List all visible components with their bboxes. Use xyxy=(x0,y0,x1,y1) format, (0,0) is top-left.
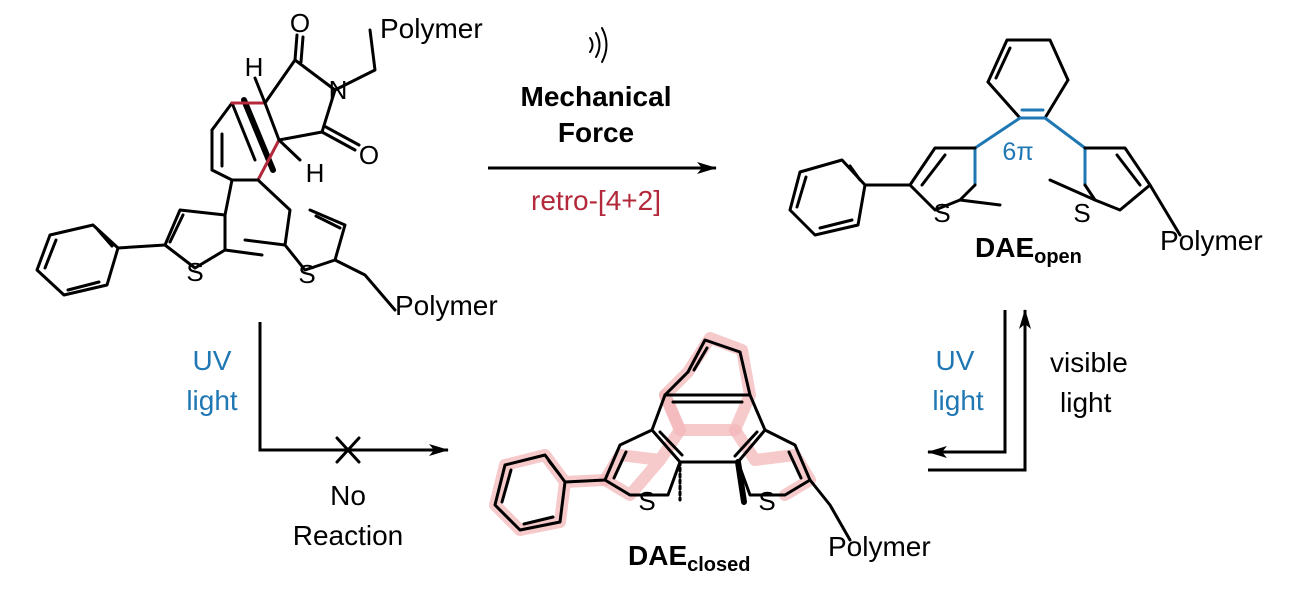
photo-equilibrium: UV light visible light xyxy=(927,309,1128,472)
sound-wave-icon xyxy=(589,27,608,63)
uv-label: UV xyxy=(193,345,232,376)
visible-label: visible xyxy=(1050,347,1128,378)
polymer-label: Polymer xyxy=(395,290,498,321)
atom-s: S xyxy=(1073,198,1090,228)
atom-h: H xyxy=(306,158,325,188)
atom-s: S xyxy=(758,486,775,516)
atom-s: S xyxy=(186,257,203,287)
atom-o: O xyxy=(359,140,379,170)
dae-closed: S S Polymer DAEclosed xyxy=(489,332,931,576)
cross-icon xyxy=(335,436,361,464)
no-label: No xyxy=(330,480,366,511)
mechanical-force-arrow: Mechanical Force retro-[4+2] xyxy=(488,27,717,216)
polymer-label: Polymer xyxy=(1160,225,1263,256)
polymer-label: Polymer xyxy=(380,13,483,44)
dae-open: 6π S S Polymer DAEopen xyxy=(788,38,1263,268)
mechanical-label: Mechanical xyxy=(521,81,672,112)
mechanophore-adduct: O O N H H S S Polymer Polymer xyxy=(35,8,498,321)
retro-label: retro-[4+2] xyxy=(531,185,661,216)
atom-s: S xyxy=(638,486,655,516)
force-label: Force xyxy=(558,117,634,148)
uv-label: UV xyxy=(936,345,975,376)
light-label: light xyxy=(1060,387,1112,418)
atom-s: S xyxy=(933,198,950,228)
polymer-label: Polymer xyxy=(828,531,931,562)
atom-n: N xyxy=(329,75,348,105)
blocked-pathway: UV light No Reaction xyxy=(186,322,449,551)
reaction-label: Reaction xyxy=(293,520,404,551)
dae-closed-label: DAEclosed xyxy=(628,540,750,576)
light-label: light xyxy=(932,385,984,416)
six-pi-label: 6π xyxy=(1002,138,1033,166)
atom-s: S xyxy=(298,259,315,289)
atom-h: H xyxy=(245,52,264,82)
atom-o: O xyxy=(290,8,310,38)
dae-open-label: DAEopen xyxy=(975,232,1082,268)
light-label: light xyxy=(186,385,238,416)
